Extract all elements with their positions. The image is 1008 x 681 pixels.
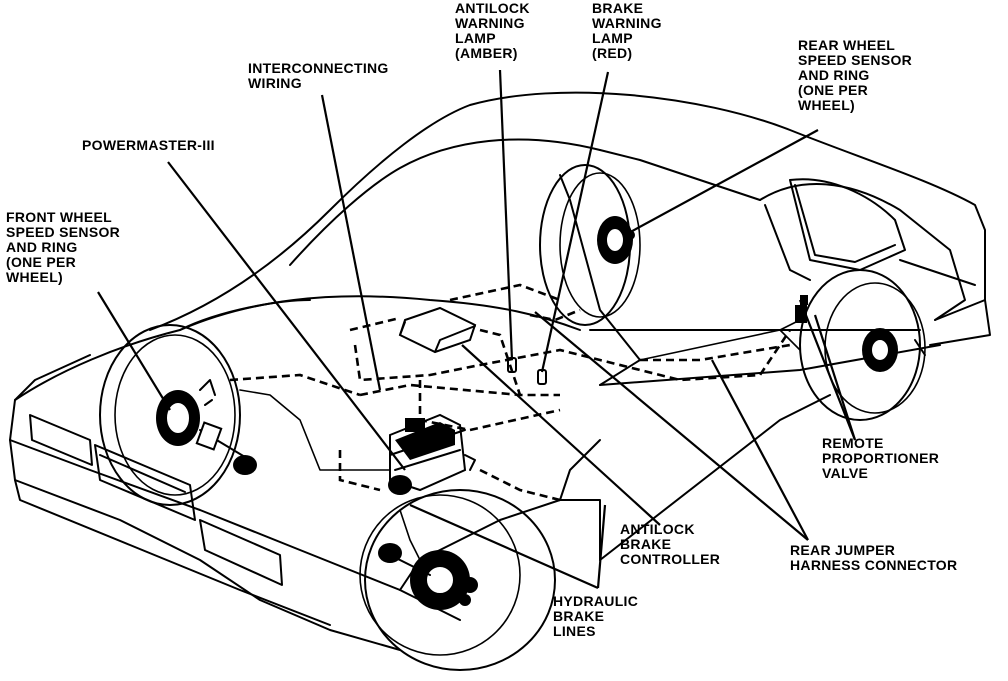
label-powermaster: POWERMASTER-III — [82, 138, 215, 153]
label-line: BRAKE — [553, 608, 605, 624]
label-line: REMOTE — [822, 435, 884, 451]
label-line: AND RING — [6, 239, 78, 255]
label-hydraulic-brake-lines: HYDRAULIC BRAKE LINES — [553, 594, 638, 639]
label-line: HARNESS CONNECTOR — [790, 557, 958, 573]
powermaster-unit — [388, 413, 476, 495]
label-line: BRAKE — [592, 0, 644, 16]
label-line: SPEED SENSOR — [6, 224, 121, 240]
label-line: HYDRAULIC — [553, 593, 639, 609]
label-brake-warning-lamp: BRAKE WARNING LAMP (RED) — [592, 1, 662, 61]
label-line: WIRING — [248, 75, 302, 91]
label-line: LINES — [553, 623, 596, 639]
label-line: PROPORTIONER — [822, 450, 940, 466]
rear-left-wheel — [539, 164, 641, 326]
label-line: REAR WHEEL — [798, 37, 896, 53]
label-line: (ONE PER — [798, 82, 869, 98]
label-line: ANTILOCK — [455, 0, 530, 16]
label-line: WHEEL) — [798, 97, 856, 113]
label-line: FRONT WHEEL — [6, 209, 112, 225]
label-line: AND RING — [798, 67, 870, 83]
label-line: (AMBER) — [455, 45, 518, 61]
label-line: WHEEL) — [6, 269, 64, 285]
label-line: (RED) — [592, 45, 633, 61]
label-line: VALVE — [822, 465, 869, 481]
car-body — [9, 91, 991, 651]
label-line: POWERMASTER-III — [82, 137, 215, 153]
front-right-wheel — [359, 489, 556, 671]
label-rear-wheel-sensor: REAR WHEEL SPEED SENSOR AND RING (ONE PE… — [798, 38, 912, 113]
label-line: (ONE PER — [6, 254, 77, 270]
leader-lines — [97, 69, 857, 590]
interconnecting-wiring-dashes — [229, 283, 792, 502]
label-remote-proportioner-valve: REMOTE PROPORTIONER VALVE — [822, 436, 939, 481]
label-front-wheel-sensor: FRONT WHEEL SPEED SENSOR AND RING (ONE P… — [6, 210, 120, 285]
label-line: LAMP — [455, 30, 496, 46]
rear-right-wheel — [799, 269, 926, 421]
label-rear-jumper-harness: REAR JUMPER HARNESS CONNECTOR — [790, 543, 957, 573]
label-line: LAMP — [592, 30, 633, 46]
front-left-wheel — [99, 324, 257, 506]
label-line: INTERCONNECTING — [248, 60, 389, 76]
label-line: ANTILOCK — [620, 521, 695, 537]
brake-lines — [239, 319, 801, 561]
label-line: REAR JUMPER — [790, 542, 896, 558]
antilock-controller-box — [398, 306, 477, 354]
label-line: BRAKE — [620, 536, 672, 552]
label-line: SPEED SENSOR — [798, 52, 913, 68]
label-line: WARNING — [455, 15, 525, 31]
label-interconnecting-wiring: INTERCONNECTING WIRING — [248, 61, 389, 91]
label-line: WARNING — [592, 15, 662, 31]
label-line: CONTROLLER — [620, 551, 721, 567]
label-antilock-warning-lamp: ANTILOCK WARNING LAMP (AMBER) — [455, 1, 530, 61]
proportioner-valve — [795, 295, 808, 323]
label-antilock-brake-controller: ANTILOCK BRAKE CONTROLLER — [620, 522, 720, 567]
